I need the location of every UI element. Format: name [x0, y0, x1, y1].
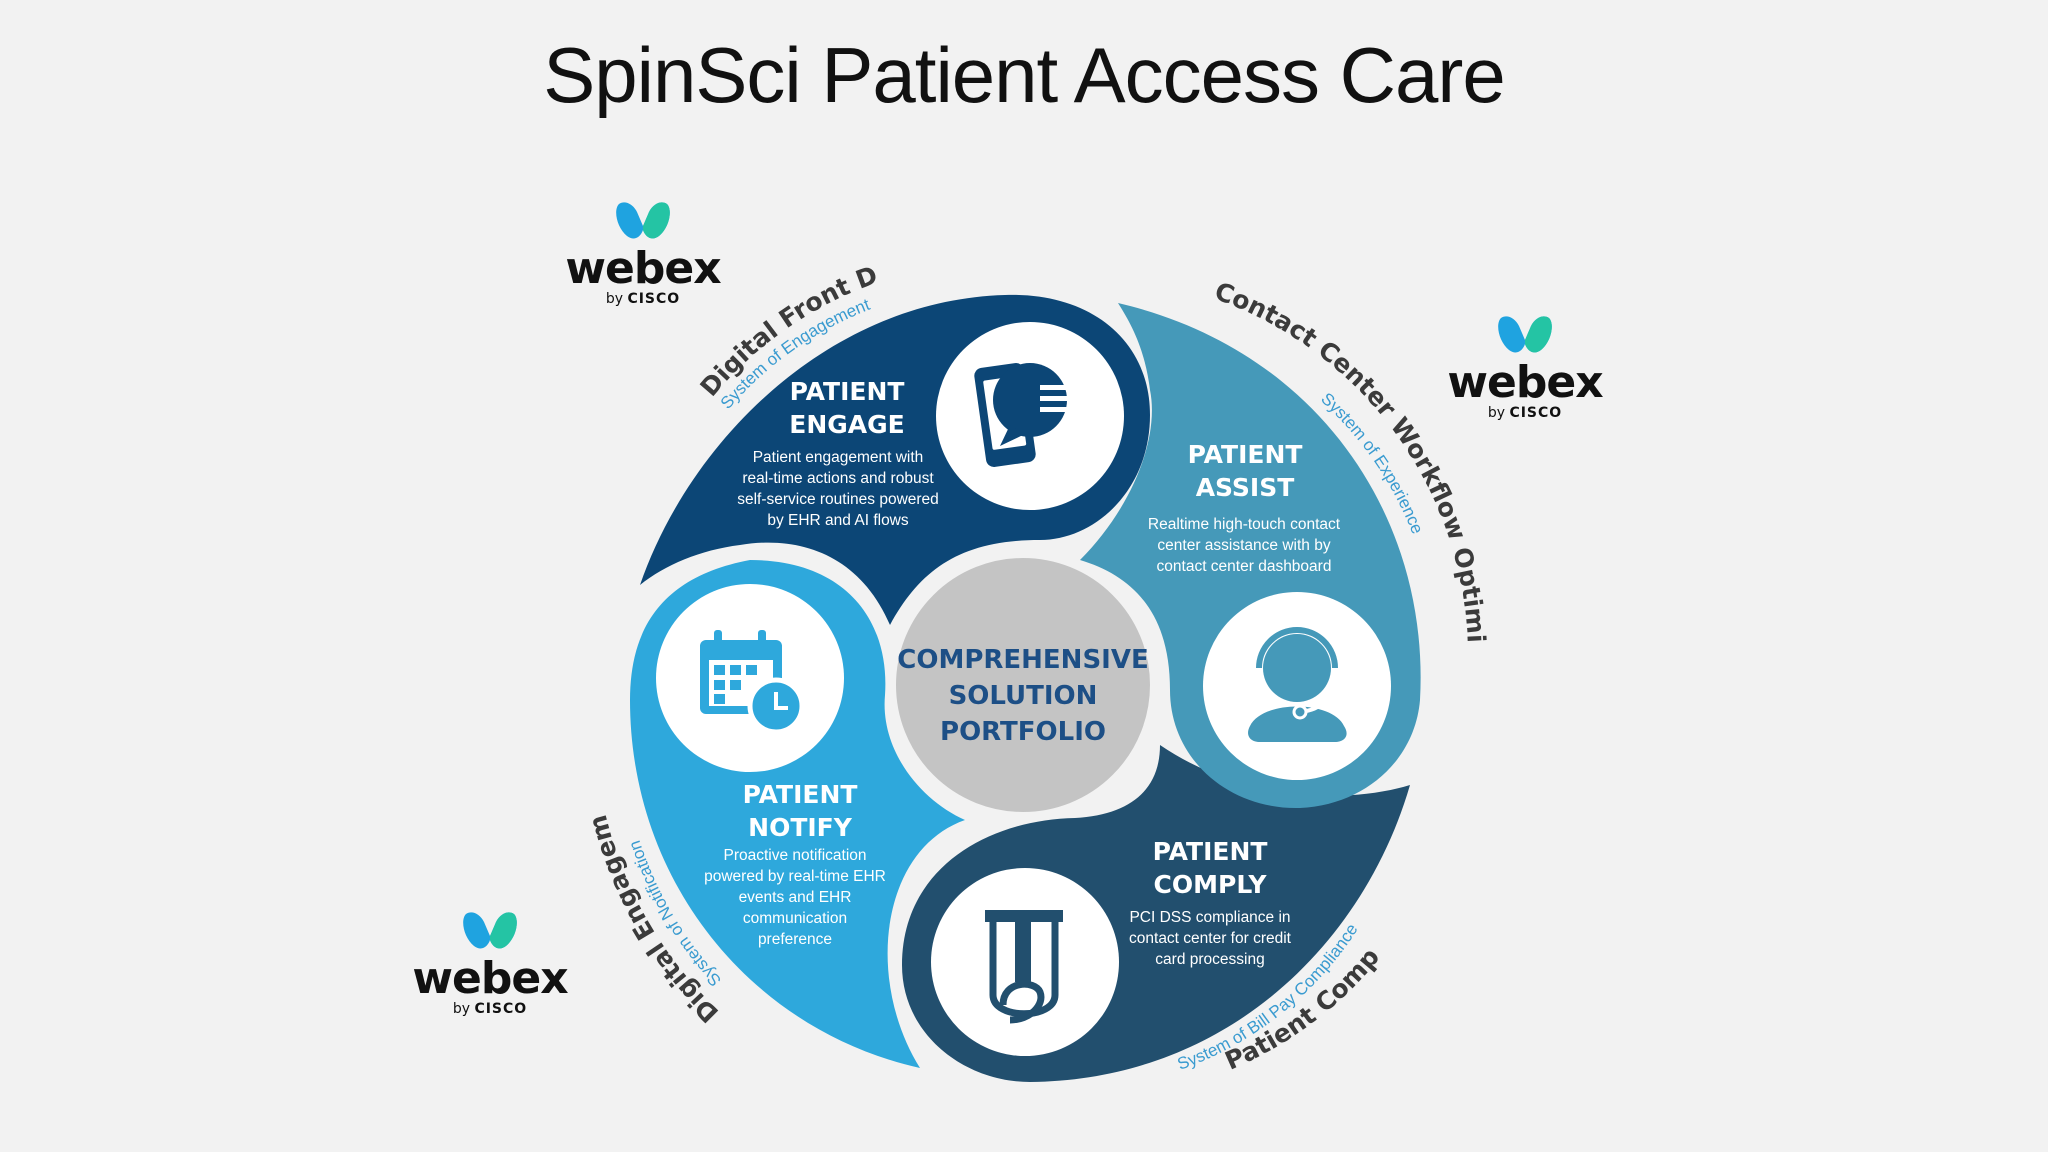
- engage-desc-1: Patient engagement with: [753, 449, 924, 466]
- comply-desc-2: contact center for credit: [1129, 930, 1292, 947]
- arc-title-digital-engagement: Digital Engagement: [0, 0, 724, 1028]
- engage-desc-3: self-service routines powered: [737, 491, 939, 508]
- comply-title-1: PATIENT: [1153, 837, 1268, 866]
- card-swipe-icon: [985, 910, 1063, 1024]
- engage-title-2: ENGAGE: [789, 410, 904, 439]
- comply-title-2: COMPLY: [1154, 870, 1268, 899]
- webex-by-cisco: by CISCO: [605, 291, 681, 307]
- center-line-1: COMPREHENSIVE: [897, 645, 1148, 675]
- headset-agent-icon: [1248, 627, 1347, 742]
- arc-title-digital-front-door: Digital Front Door: [0, 0, 881, 402]
- webex-mark-icon: [616, 202, 670, 239]
- center-line-3: PORTFOLIO: [940, 717, 1106, 747]
- calendar-clock-icon: [700, 630, 805, 735]
- center-circle: [890, 552, 1156, 818]
- center-line-2: SOLUTION: [949, 681, 1098, 711]
- notify-title-1: PATIENT: [743, 780, 858, 809]
- notify-desc-2: powered by real-time EHR: [704, 868, 886, 885]
- webex-wordmark: webex: [412, 953, 568, 1004]
- webex-logo-bottom-left: webex by CISCO: [405, 908, 575, 1017]
- comply-desc-1: PCI DSS compliance in: [1129, 909, 1290, 926]
- engage-desc-2: real-time actions and robust: [742, 470, 934, 487]
- assist-desc-1: Realtime high-touch contact: [1148, 516, 1341, 533]
- webex-by-cisco: by CISCO: [452, 1001, 528, 1017]
- svg-text:Digital Engagement: Digital Engagement: [0, 0, 724, 1028]
- webex-wordmark: webex: [1447, 357, 1603, 408]
- assist-desc-3: contact center dashboard: [1157, 558, 1332, 575]
- notify-desc-5: preference: [758, 931, 832, 948]
- page-title: SpinSci Patient Access Care: [543, 31, 1505, 119]
- webex-wordmark: webex: [565, 243, 721, 294]
- notify-desc-3: events and EHR: [739, 889, 852, 906]
- webex-mark-icon: [463, 912, 517, 949]
- webex-by-cisco: by CISCO: [1487, 405, 1563, 421]
- engage-desc-4: by EHR and AI flows: [767, 512, 909, 529]
- svg-text:Digital Front Door: Digital Front Door: [0, 0, 881, 402]
- webex-logo-right: webex by CISCO: [1440, 312, 1610, 421]
- phone-chat-icon: [974, 363, 1076, 467]
- notify-desc-1: Proactive notification: [723, 847, 866, 864]
- assist-desc-2: center assistance with by: [1157, 537, 1330, 554]
- engage-title-1: PATIENT: [790, 377, 905, 406]
- notify-title-2: NOTIFY: [748, 813, 853, 842]
- webex-mark-icon: [1498, 316, 1552, 353]
- notify-desc-4: communication: [743, 910, 847, 927]
- assist-title-1: PATIENT: [1188, 440, 1303, 469]
- assist-title-2: ASSIST: [1196, 473, 1295, 502]
- webex-logo-top-left: webex by CISCO: [558, 198, 728, 307]
- comply-desc-3: card processing: [1155, 951, 1264, 968]
